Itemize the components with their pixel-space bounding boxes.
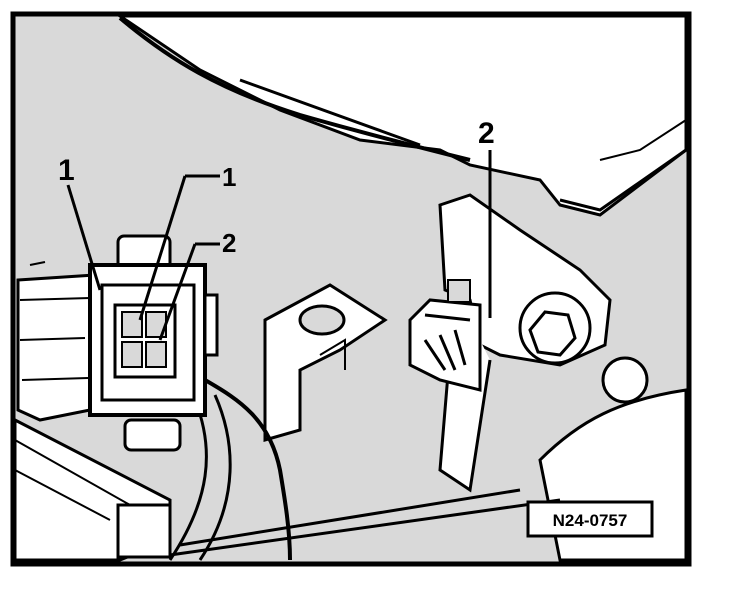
right-connector-latch (447, 279, 471, 303)
left-housing-lines (19, 261, 91, 381)
leader-line-connector-left (66, 184, 102, 291)
cable-harness (204, 378, 292, 561)
callout-connector-left: 1 (58, 154, 75, 187)
reference-code-box (526, 500, 654, 538)
callout-connector-right: 2 (478, 117, 495, 150)
lower-left-block (116, 503, 172, 559)
bracket-hole (298, 304, 346, 336)
left-connector-side-tab (203, 293, 219, 357)
cover-corner (599, 119, 687, 161)
left-connector-latch-bottom (123, 418, 182, 452)
callout-pin-2: 2 (222, 228, 236, 258)
connector-pin-cavity-4 (145, 341, 167, 368)
callout-pin-1: 1 (222, 162, 236, 192)
sensor-bolt-head (528, 310, 577, 357)
lower-right-boss (601, 356, 649, 404)
lower-wire (169, 488, 561, 557)
cover-edge-line (118, 16, 471, 162)
right-connector-ribs (423, 313, 471, 371)
leader-line-pin-1b (138, 175, 187, 321)
left-housing (16, 273, 97, 422)
connector-pin-cavity-1 (121, 311, 143, 338)
cover-edge-line-2 (239, 78, 687, 212)
leader-line-pin-2b (158, 243, 197, 341)
connector-pin-cavity-3 (121, 341, 143, 368)
reference-code: N24-0757 (553, 511, 628, 530)
bracket-tab (319, 338, 346, 370)
